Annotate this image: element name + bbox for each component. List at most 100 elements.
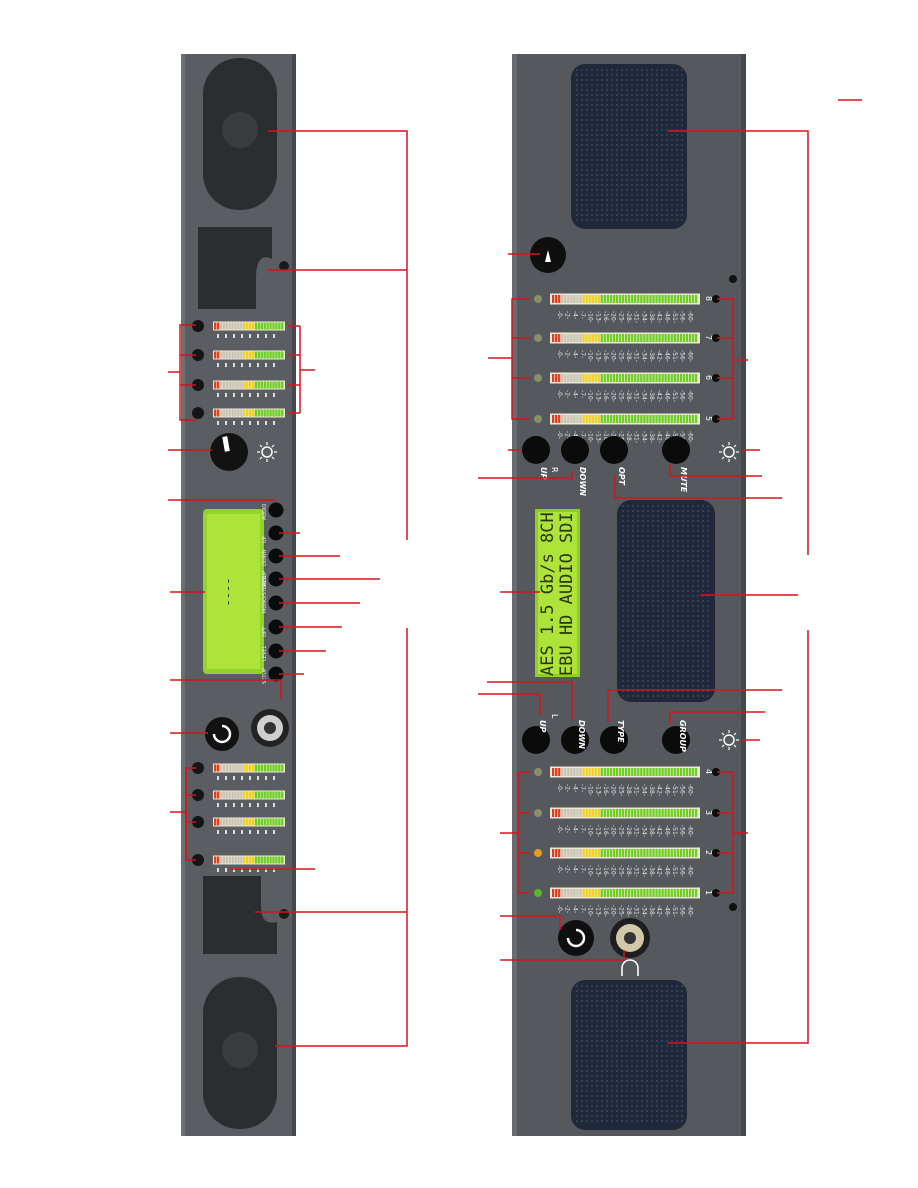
meter-segment <box>254 791 258 799</box>
led-button[interactable] <box>192 854 204 866</box>
meter-segment <box>558 809 561 817</box>
meter-segment <box>214 856 217 864</box>
meter-scale-tick <box>249 363 251 367</box>
meter-segment <box>621 768 625 776</box>
left-button-up[interactable] <box>268 525 284 541</box>
meter-segment <box>243 764 246 772</box>
meter-segment <box>643 334 646 342</box>
push-button-opt[interactable] <box>600 436 628 464</box>
left-button-opt[interactable] <box>268 619 284 635</box>
meter-scale-tick <box>241 776 243 780</box>
meter-segment <box>679 889 682 897</box>
meter-scale-tick <box>233 776 235 780</box>
channel-select-button[interactable] <box>712 849 720 857</box>
meter-segment <box>685 295 689 303</box>
led-button[interactable] <box>192 349 204 361</box>
meter-segment <box>685 334 689 342</box>
meter-segment <box>621 415 625 423</box>
meter-segment <box>582 415 585 423</box>
meter-scale-label: -38- <box>648 865 655 877</box>
meter-segment <box>222 322 226 330</box>
left-button-mono-stereo[interactable] <box>268 595 284 611</box>
meter-scale-label: -10- <box>587 311 594 323</box>
meter-segment <box>588 415 591 423</box>
meter-scale-label: -25- <box>617 784 624 796</box>
meter-segment <box>591 334 594 342</box>
meter-segment <box>579 849 582 857</box>
meter-segment <box>618 849 622 857</box>
left-button-group[interactable] <box>268 571 284 587</box>
meter-segment <box>228 764 231 772</box>
meter-scale-label: -51- <box>671 784 678 796</box>
meter-segment <box>246 764 249 772</box>
meter-scale-label: -0- <box>556 431 563 439</box>
meter-segment <box>628 768 631 776</box>
meter-segment <box>621 849 625 857</box>
meter-segment <box>628 889 631 897</box>
meter-segment <box>561 374 564 382</box>
channel-select-button[interactable] <box>712 889 720 897</box>
channel-select-button[interactable] <box>712 415 720 423</box>
button-label: MUTE <box>679 467 688 493</box>
meter-segment <box>637 374 640 382</box>
meter-segment <box>673 849 676 857</box>
meter-segment <box>588 374 591 382</box>
meter-segment <box>214 322 217 330</box>
led-button[interactable] <box>192 407 204 419</box>
meter-segment <box>272 764 275 772</box>
led-button[interactable] <box>192 789 204 801</box>
led-icon <box>534 889 542 897</box>
meter-segment <box>552 809 555 817</box>
meter-scale-label: -13- <box>594 390 601 402</box>
meter-segment <box>594 849 597 857</box>
meter-segment <box>561 889 564 897</box>
left-button-setup[interactable] <box>268 666 284 682</box>
meter-segment <box>661 849 664 857</box>
right-headphone-knob[interactable] <box>558 920 594 956</box>
left-volume-knob[interactable] <box>210 433 248 471</box>
meter-segment <box>649 334 652 342</box>
channel-select-button[interactable] <box>712 334 720 342</box>
led-button[interactable] <box>192 379 204 391</box>
push-button-group[interactable] <box>662 726 690 754</box>
led-button[interactable] <box>192 320 204 332</box>
meter-scale-label: -20- <box>610 784 617 796</box>
meter-scale-tick <box>233 363 235 367</box>
meter-scale-label: -0- <box>556 825 563 833</box>
channel-select-button[interactable] <box>712 809 720 817</box>
left-headphone-knob[interactable] <box>205 717 239 751</box>
push-button-down[interactable] <box>561 436 589 464</box>
left-button-down[interactable] <box>268 548 284 564</box>
left-button-audio[interactable] <box>268 502 284 518</box>
meter-segment <box>625 889 628 897</box>
meter-segment <box>667 889 670 897</box>
meter-scale-label: -42- <box>656 390 663 402</box>
meter-scale-label: -42- <box>656 431 663 443</box>
meter-scale-label: -4- <box>571 431 578 439</box>
push-button-type[interactable] <box>600 726 628 754</box>
led-button[interactable] <box>192 816 204 828</box>
meter-segment <box>643 849 646 857</box>
meter-scale-tick <box>225 334 227 338</box>
meter-segment <box>275 818 278 826</box>
push-button-up[interactable] <box>522 436 550 464</box>
channel-select-button[interactable] <box>712 374 720 382</box>
meter-scale-tick <box>217 393 219 397</box>
meter-segment <box>637 889 640 897</box>
meter-segment <box>561 334 564 342</box>
left-button-level[interactable] <box>268 643 284 659</box>
meter-segment <box>625 374 628 382</box>
meter-segment <box>246 322 249 330</box>
channel-select-button[interactable] <box>712 295 720 303</box>
channel-select-button[interactable] <box>712 768 720 776</box>
meter-segment <box>609 849 613 857</box>
push-button-down[interactable] <box>561 726 589 754</box>
led-button[interactable] <box>192 762 204 774</box>
meter-segment <box>649 374 652 382</box>
push-button-mute[interactable] <box>662 436 690 464</box>
meter-segment <box>694 889 698 897</box>
meter-segment <box>612 334 616 342</box>
meter-scale-tick <box>273 363 275 367</box>
push-button-up[interactable] <box>522 726 550 754</box>
meter-scale-label: -20- <box>610 825 617 837</box>
